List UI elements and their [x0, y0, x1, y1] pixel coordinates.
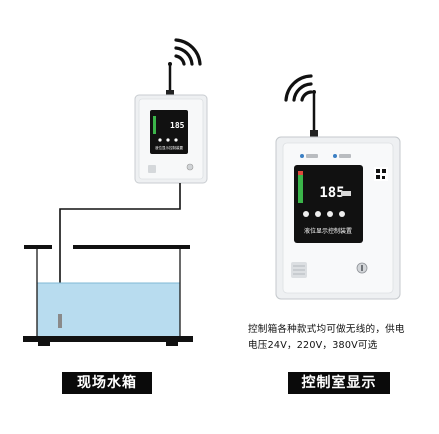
- wireless-signal-icon: [174, 38, 202, 66]
- site-panel-title: 液位显示控制装置: [155, 145, 183, 150]
- wireless-signal-icon: [284, 74, 313, 102]
- site-display-value: 185: [170, 121, 185, 130]
- site-label: 现场水箱: [62, 372, 152, 394]
- control-panel-title: 液位显示控制装置: [304, 227, 352, 235]
- lock-icon: [186, 163, 194, 171]
- antenna-icon: [166, 62, 174, 96]
- speaker-vent-icon: [148, 165, 156, 173]
- control-room-label: 控制室显示: [288, 372, 390, 394]
- speaker-vent-icon: [291, 262, 307, 278]
- qr-code-icon: [374, 167, 388, 181]
- antenna-icon: [310, 90, 318, 137]
- site-control-cabinet: 185 液位显示控制装置: [134, 94, 208, 184]
- product-description: 控制箱各种款式均可做无线的，供电 电压24V，220V，380V可选: [248, 322, 438, 354]
- description-line-2: 电压24V，220V，380V可选: [248, 340, 378, 351]
- lock-icon: [356, 262, 368, 274]
- control-display-value: 185: [319, 185, 344, 201]
- control-room-cabinet: 185 液位显示控制装置: [275, 136, 401, 300]
- water-tank: [23, 245, 193, 346]
- description-line-1: 控制箱各种款式均可做无线的，供电: [248, 324, 405, 335]
